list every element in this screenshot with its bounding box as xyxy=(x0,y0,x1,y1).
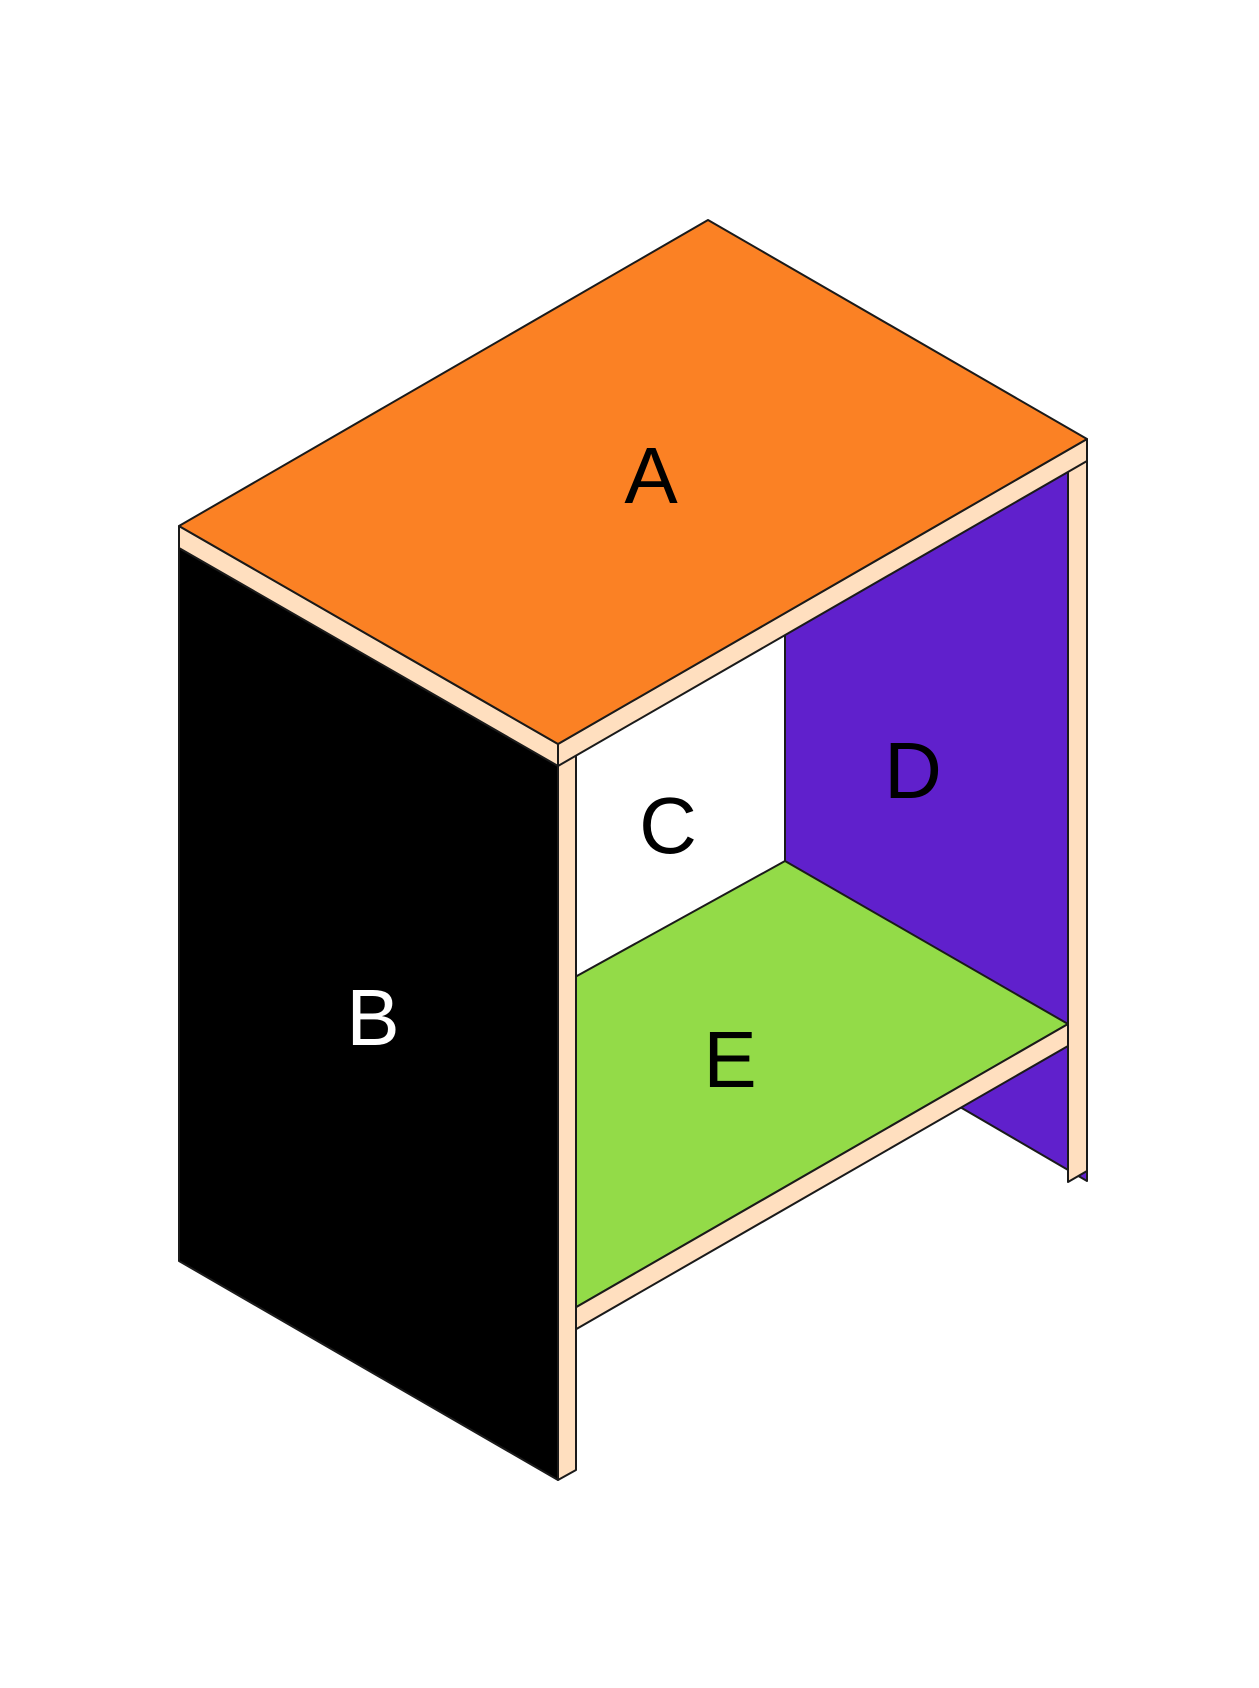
right-panel-edge xyxy=(1067,459,1088,1183)
label-b: B xyxy=(346,973,399,1062)
label-d: D xyxy=(884,726,942,815)
label-c: C xyxy=(639,781,697,870)
label-e: E xyxy=(703,1015,756,1104)
left-panel-edge xyxy=(557,754,577,1481)
label-a: A xyxy=(624,431,678,520)
panel-a xyxy=(178,219,1088,745)
